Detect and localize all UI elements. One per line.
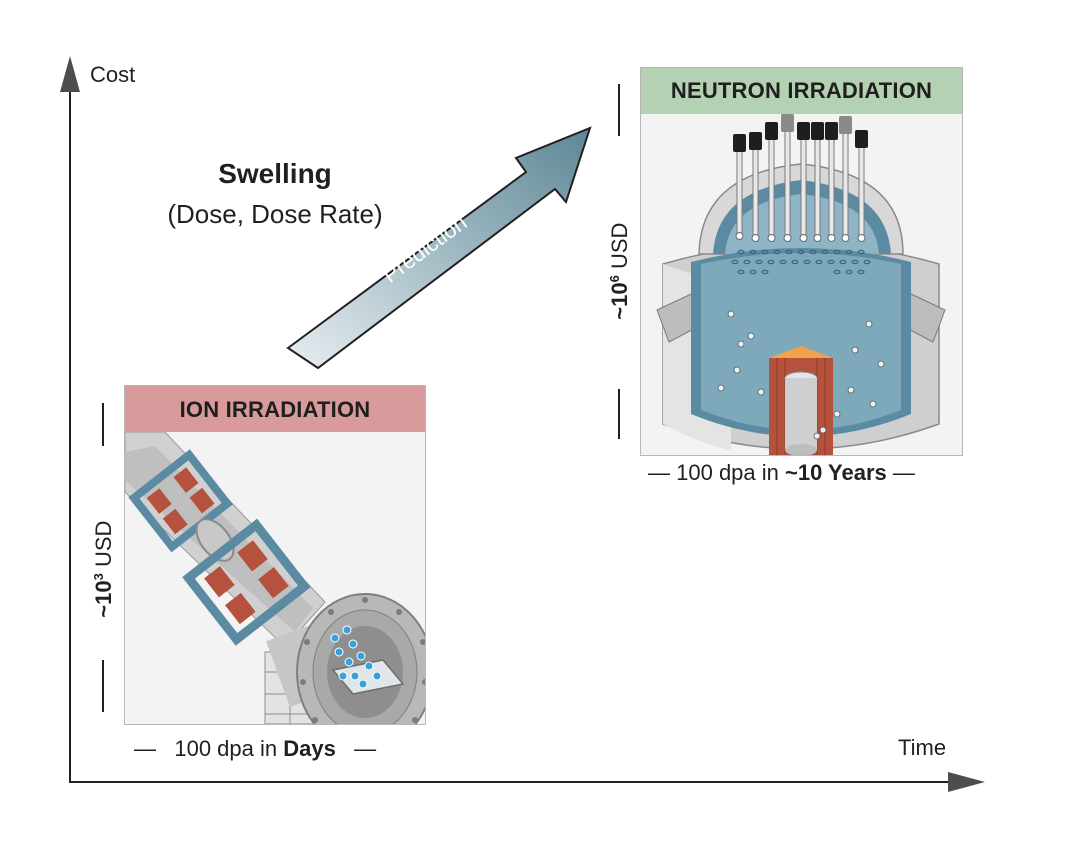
ion-cost-tick-top xyxy=(102,403,104,446)
ion-panel-header-text: ION IRRADIATION xyxy=(179,397,371,422)
reactor-illustration xyxy=(656,114,946,455)
x-axis-label: Time xyxy=(898,735,947,760)
neutron-cost-tick-top xyxy=(618,84,620,136)
neutron-caption-emphasis: ~10 Years xyxy=(785,460,887,485)
ion-cost-tick-bottom xyxy=(102,660,104,712)
ion-cost-prefix: ~10 xyxy=(91,580,117,618)
property-title: Swelling xyxy=(218,158,332,189)
neutron-panel-header: NEUTRON IRRADIATION xyxy=(641,68,962,114)
neutron-caption: — 100 dpa in ~10 Years — xyxy=(648,460,915,486)
neutron-caption-prefix: 100 dpa in xyxy=(676,460,785,485)
x-axis-arrowhead xyxy=(948,772,985,792)
ion-caption-right-dash: — xyxy=(354,736,377,761)
ion-accelerator-illustration xyxy=(125,432,425,724)
neutron-cost-label: ~106 USD xyxy=(607,211,633,331)
neutron-cost-unit: USD xyxy=(607,222,633,276)
ion-caption: — 100 dpa in Days — xyxy=(134,736,376,762)
ion-panel-header: ION IRRADIATION xyxy=(125,386,425,432)
neutron-panel-header-text: NEUTRON IRRADIATION xyxy=(670,78,933,103)
ion-cost-unit: USD xyxy=(91,520,117,574)
neutron-irradiation-panel: NEUTRON IRRADIATION xyxy=(640,67,963,456)
ion-cost-exponent: 3 xyxy=(90,573,106,581)
neutron-caption-right-dash: — xyxy=(892,460,915,485)
y-axis-arrowhead xyxy=(60,56,80,92)
ion-cost-label: ~103 USD xyxy=(91,509,117,629)
ion-caption-prefix: 100 dpa in xyxy=(174,736,284,761)
neutron-cost-prefix: ~10 xyxy=(607,282,633,320)
neutron-cost-exponent: 6 xyxy=(606,275,622,283)
ion-caption-emphasis: Days xyxy=(283,736,336,761)
ion-caption-left-dash: — xyxy=(134,736,156,761)
ion-irradiation-panel: ION IRRADIATION xyxy=(124,385,426,725)
property-subtitle: (Dose, Dose Rate) xyxy=(167,199,383,229)
y-axis-label: Cost xyxy=(90,62,136,87)
neutron-caption-left-dash: — xyxy=(648,460,670,485)
neutron-cost-tick-bottom xyxy=(618,389,620,439)
prediction-arrow xyxy=(286,126,592,370)
